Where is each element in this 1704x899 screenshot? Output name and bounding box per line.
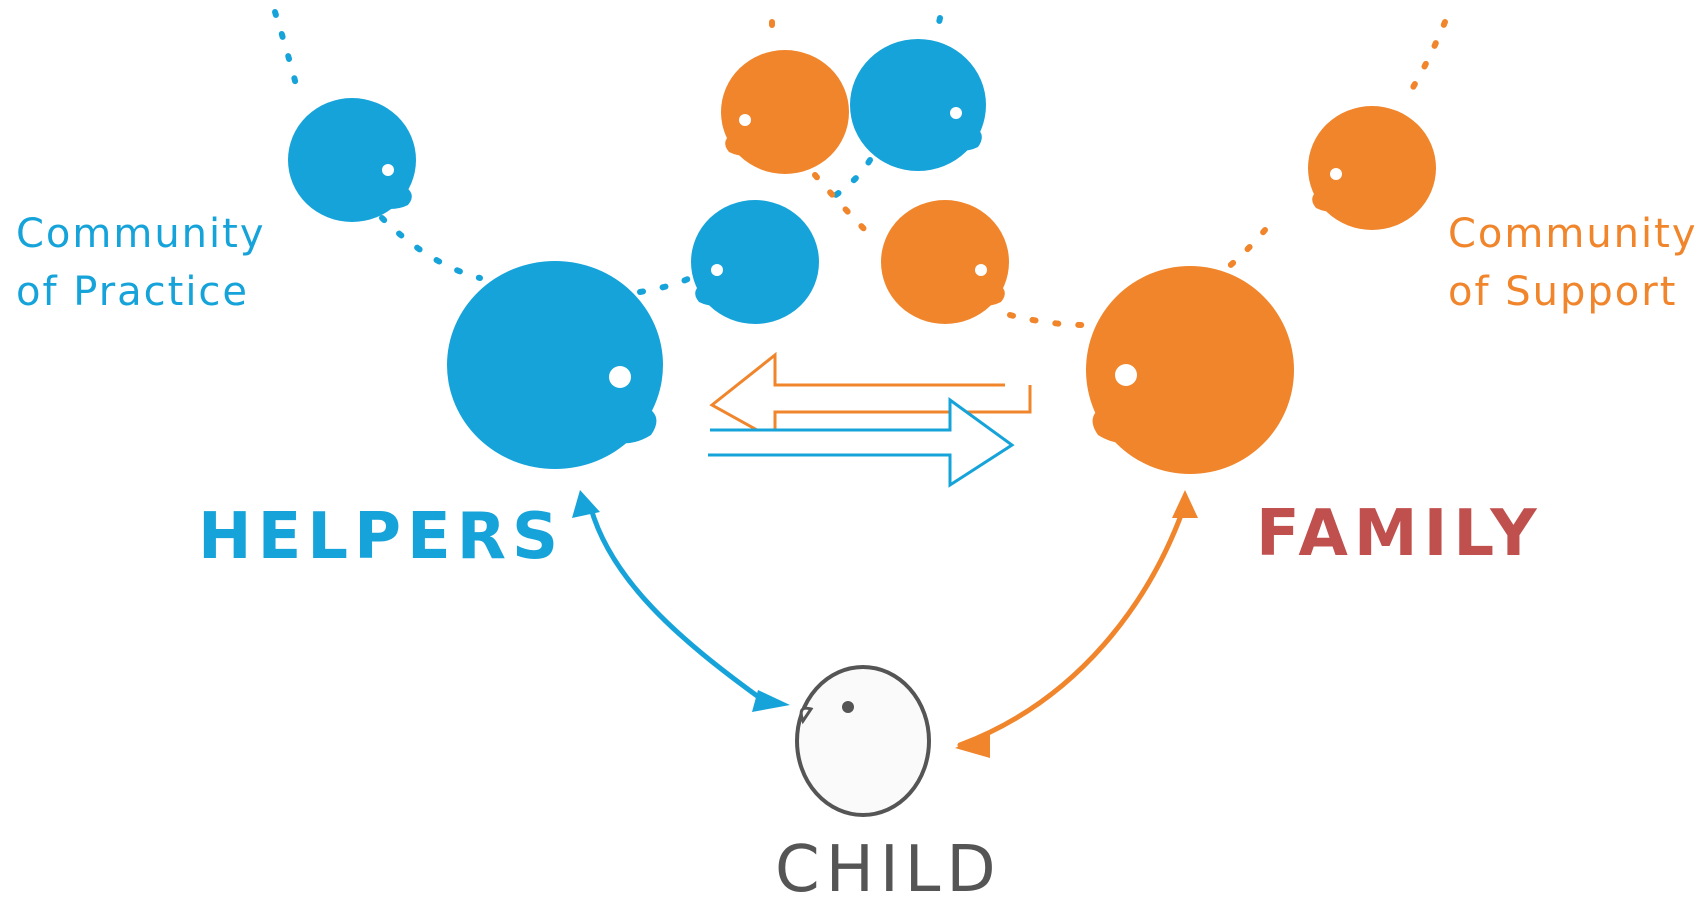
community-member-orange-1 — [721, 50, 849, 174]
dotted-line-helper-mid — [379, 215, 483, 281]
arrow-family-to-helper — [709, 351, 1032, 443]
arrow-head-helper-top — [572, 490, 600, 518]
dotted-line-mid-orange — [812, 172, 878, 243]
helper-head-icon — [447, 261, 663, 469]
arrow-head-family-top — [1172, 490, 1198, 518]
community-of-support-label: Community of Support — [1448, 205, 1698, 321]
community-of-practice-label: Community of Practice — [16, 205, 266, 321]
arrow-head-child-right — [955, 732, 990, 758]
head-profile-icon — [288, 39, 1436, 324]
dotted-line-family-left — [1007, 312, 1088, 328]
dotted-line-family-top — [1402, 19, 1448, 103]
family-label: FAMILY — [1256, 497, 1543, 571]
dotted-line-helper-right — [637, 272, 698, 295]
arrow-helper-to-family — [708, 397, 1015, 488]
double-headed-arrow-icon — [572, 490, 1198, 758]
community-of-support-line-2: of Support — [1448, 269, 1678, 315]
community-of-practice-line-1: Community — [16, 211, 266, 257]
dotted-line-top-blue — [932, 15, 943, 43]
community-of-practice-line-2: of Practice — [16, 269, 250, 315]
arrow-helper-child — [587, 502, 763, 701]
community-member-blue-1 — [288, 98, 416, 222]
hollow-arrow-icon — [708, 351, 1032, 488]
arrow-family-child — [957, 507, 1186, 748]
dotted-line-helper-top — [272, 9, 303, 103]
family-head-icon — [1086, 266, 1294, 474]
child-label: CHILD — [775, 833, 1002, 899]
arrow-head-child-left — [752, 690, 790, 712]
helpers-label: HELPERS — [198, 500, 565, 574]
child-head-icon — [795, 665, 931, 817]
community-member-blue-2 — [691, 200, 819, 324]
dotted-connectors — [272, 9, 1448, 328]
community-member-orange-3 — [1308, 106, 1436, 230]
community-of-support-line-1: Community — [1448, 211, 1698, 257]
dotted-line-mid-blue — [817, 157, 873, 208]
community-member-blue-3 — [850, 39, 986, 171]
community-member-orange-2 — [881, 200, 1009, 324]
